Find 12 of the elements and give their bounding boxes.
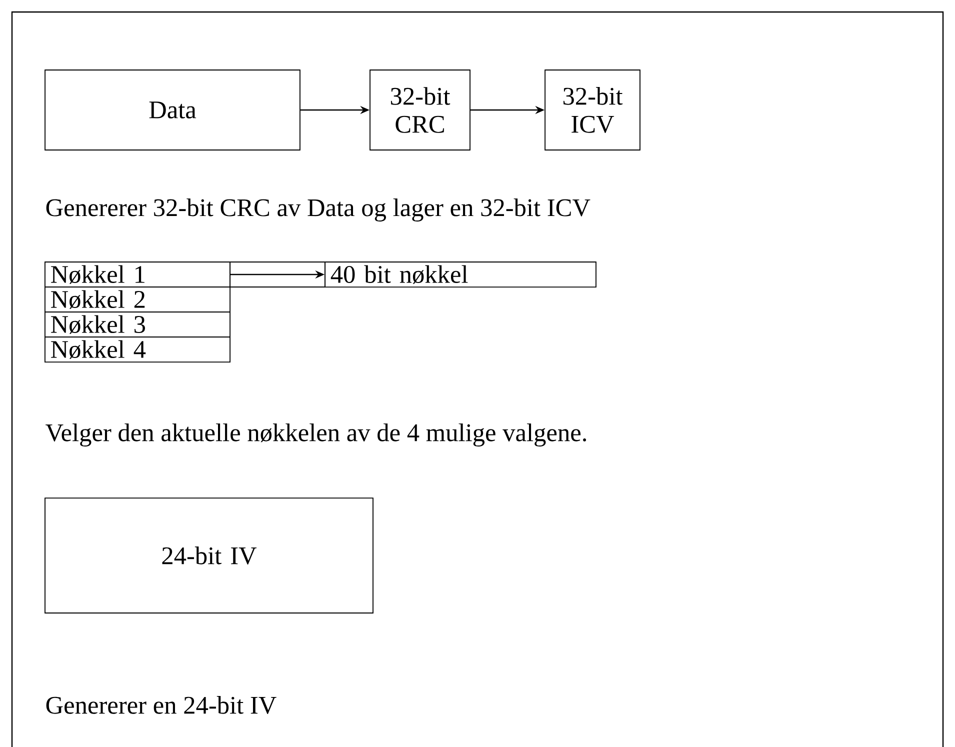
- table-cell: 40 bit nøkkel: [324, 262, 596, 288]
- table-cell: Nøkkel 3: [44, 312, 230, 338]
- process-box: 32-bit ICV: [544, 70, 640, 150]
- caption-text: Genererer en 24-bit IV: [46, 696, 276, 714]
- process-box: Data: [44, 70, 300, 150]
- table-cell: Nøkkel 2: [44, 286, 230, 312]
- table-cell: Nøkkel 1: [44, 262, 230, 288]
- caption-text: Genererer 32-bit CRC av Data og lager en 32-bit ICV: [46, 198, 590, 222]
- caption-text: Velger den aktuelle nøkkelen av de 4 mulige valgene.: [46, 424, 586, 447]
- process-box: 24-bit IV: [44, 498, 374, 614]
- process-box: 32-bit CRC: [370, 70, 470, 150]
- table-cell: Nøkkel 4: [44, 336, 230, 362]
